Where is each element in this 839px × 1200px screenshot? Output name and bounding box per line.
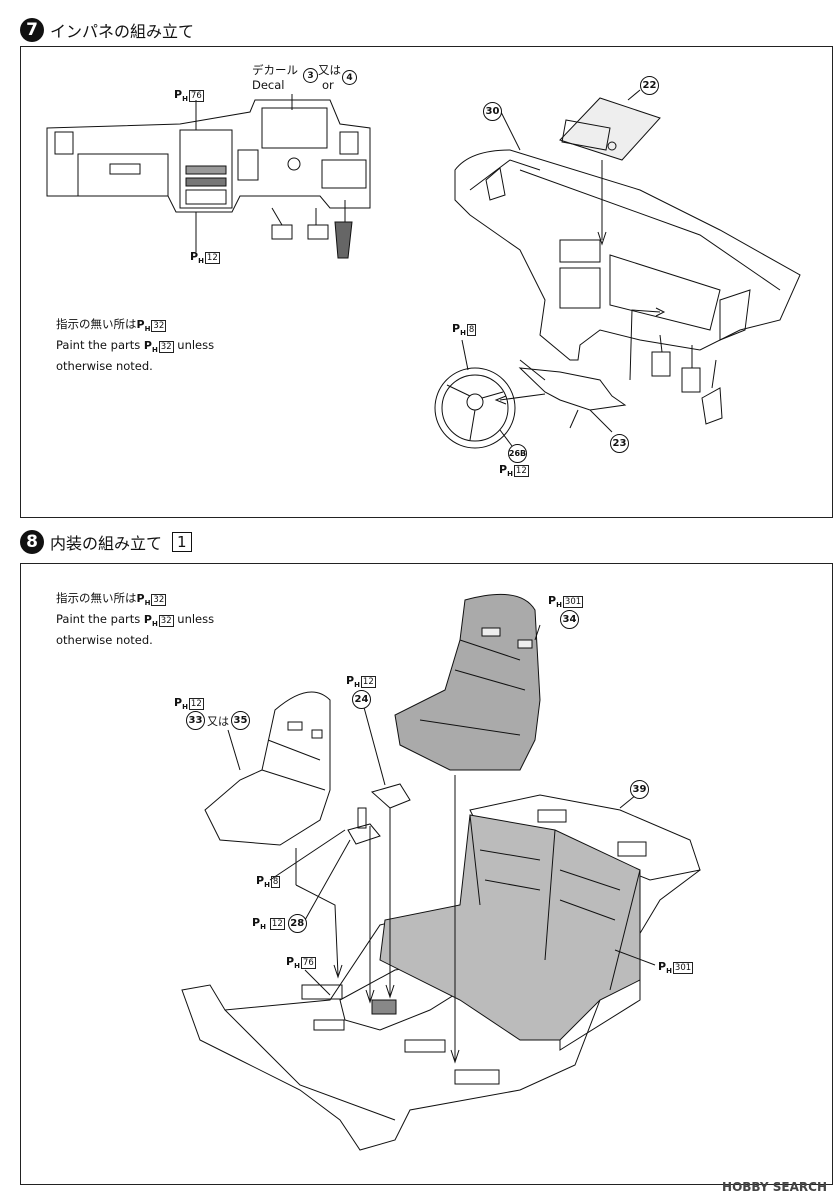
rear-seat: [379, 814, 641, 1041]
step-7-number: 7: [20, 18, 44, 42]
decal-4-badge: 4: [342, 70, 357, 85]
step-8-subnumber: 1: [172, 532, 192, 552]
decal-jp-label: デカール: [252, 63, 298, 77]
part-28-badge: 28: [287, 914, 307, 933]
part-26b-badge: 26B: [508, 444, 527, 463]
step-8-panel: [20, 563, 833, 1185]
step-8-number: 8: [20, 530, 44, 554]
decal-or-en-label: or: [322, 78, 334, 92]
part-39-badge: 39: [630, 780, 649, 799]
part-24-badge: 24: [352, 690, 371, 709]
decal-en-label: Decal: [252, 78, 285, 92]
bucket-seat-34: [394, 593, 541, 771]
part-33-badge: 33: [186, 711, 205, 730]
steering-wheel: [434, 367, 516, 449]
shift-lever: [347, 823, 381, 845]
steering-column: [518, 367, 627, 411]
part-23-badge: 23: [610, 434, 629, 453]
watermark: HOBBY SEARCH: [722, 1180, 827, 1194]
part-34-badge: 34: [560, 610, 579, 629]
part-22-badge: 22: [640, 76, 659, 95]
step-7-panel: [20, 46, 833, 518]
step-8-title: 内装の組み立て: [50, 534, 163, 553]
dash-front-outline: [46, 99, 371, 213]
part-30-badge: 30: [483, 102, 502, 121]
part-35-badge: 35: [231, 711, 250, 730]
hand-brake: [370, 783, 411, 809]
dash-perspective-outline: [454, 149, 801, 361]
decal-or-jp-label: 又は: [318, 63, 341, 77]
step-7-header: 7 インパネの組み立て: [20, 18, 194, 42]
decal-3-badge: 3: [303, 68, 318, 83]
seat-33-35-callout: 33 又は 35: [186, 711, 250, 730]
step-8-header: 8 内装の組み立て 1: [20, 530, 192, 554]
step-7-title: インパネの組み立て: [50, 22, 195, 41]
